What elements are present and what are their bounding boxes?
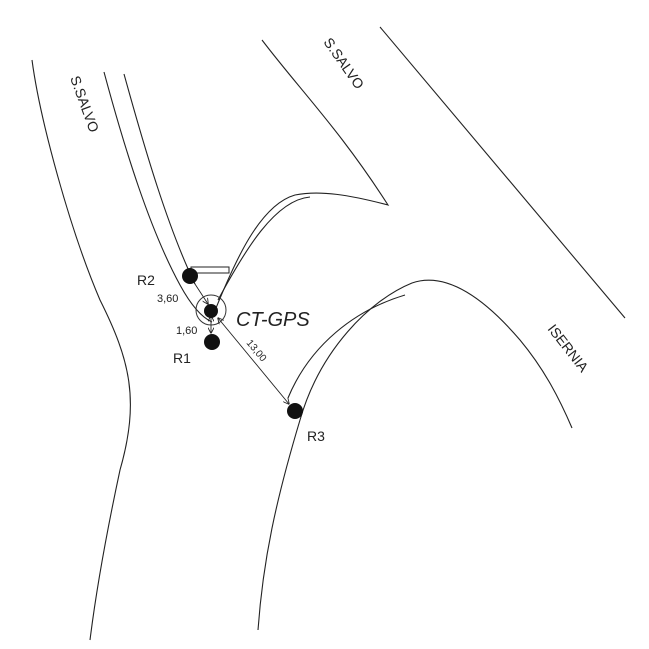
label-dist-r1: 1,60 <box>176 325 197 337</box>
dimension-line-r3 <box>218 318 289 404</box>
r2-marker <box>182 268 198 284</box>
road-edge-branch-north <box>211 39 390 319</box>
road-edge-branch-inner <box>217 196 311 301</box>
dimension-line-r2 <box>192 280 208 304</box>
r1-marker <box>204 334 220 350</box>
r3-marker <box>287 403 303 419</box>
label-dist-r3: 13,00 <box>244 338 269 365</box>
road-edge-west <box>31 59 131 641</box>
road-label-s-salvo-top: S.SALVO <box>321 35 368 92</box>
road-edge-south-inner <box>287 294 406 399</box>
road-edge-inner-east <box>123 73 196 285</box>
road-edge-south <box>257 279 573 631</box>
road-edge-north-east <box>379 26 626 319</box>
label-ct-gps: CT-GPS <box>236 309 310 331</box>
label-dist-r2: 3,60 <box>157 293 178 305</box>
ct-gps-ring <box>195 294 227 326</box>
ct-gps-marker <box>204 304 218 318</box>
label-r2: R2 <box>137 272 155 288</box>
road-label-isernia: ISERNIA <box>545 321 593 376</box>
label-r1: R1 <box>173 350 191 366</box>
road-edge-inner-west <box>103 71 213 323</box>
label-r3: R3 <box>307 428 325 444</box>
road-label-s-salvo-left: S.SALVO <box>67 74 102 135</box>
